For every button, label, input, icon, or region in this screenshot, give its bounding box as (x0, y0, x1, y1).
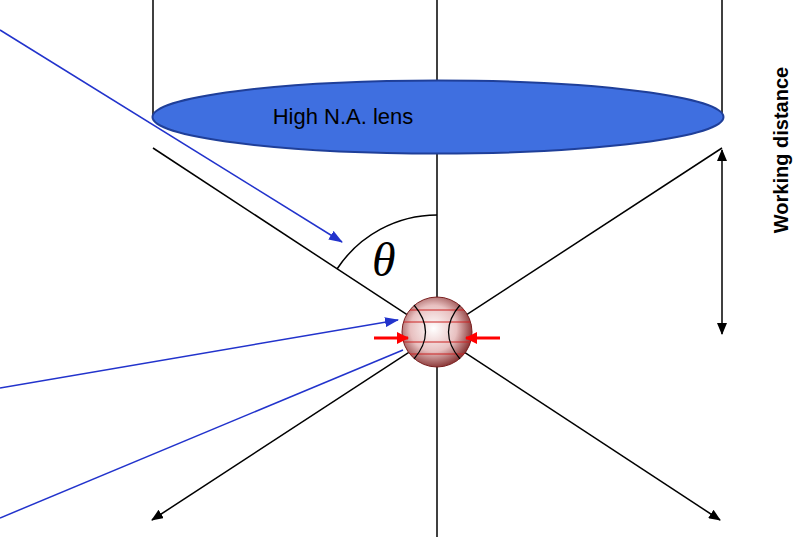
leader-line (0, 350, 403, 518)
dimension-arrow (721, 150, 723, 334)
barrel-line (152, 0, 154, 117)
dimension-label: Working distance (771, 67, 791, 233)
lens-shape (151, 79, 725, 155)
lens-ellipse: High N.A. lens (151, 79, 725, 155)
barrel-line (721, 0, 723, 117)
force-arrow (466, 337, 500, 340)
leader-line (0, 320, 398, 388)
force-arrow (374, 337, 408, 340)
trapped-sphere (402, 297, 472, 367)
angle-symbol: θ (372, 236, 396, 284)
ray-line (152, 148, 722, 520)
lens-label: High N.A. lens (273, 104, 414, 130)
